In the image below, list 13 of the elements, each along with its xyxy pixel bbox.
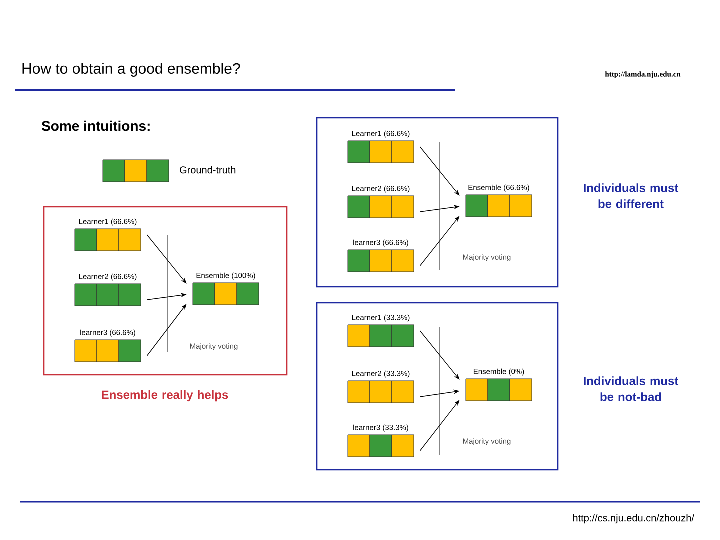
panel-caption: Ensemble really helps: [102, 390, 228, 402]
arrow: [420, 400, 460, 452]
subheading: Some intuitions:: [42, 120, 150, 132]
arrow: [146, 304, 187, 356]
arrow: [420, 146, 460, 196]
arrow: [146, 234, 187, 284]
slide-title: How to obtain a good ensemble?: [22, 63, 240, 77]
arrow: [420, 216, 460, 266]
panel-caption: Individuals must be different: [584, 184, 679, 208]
url-text: http://cs.nju.edu.cn/zhouzh/: [573, 514, 694, 524]
arrow: [420, 330, 460, 380]
panel-caption: Individuals must be not-bad: [584, 376, 679, 402]
bar-label: Ground-truth: [180, 166, 236, 174]
